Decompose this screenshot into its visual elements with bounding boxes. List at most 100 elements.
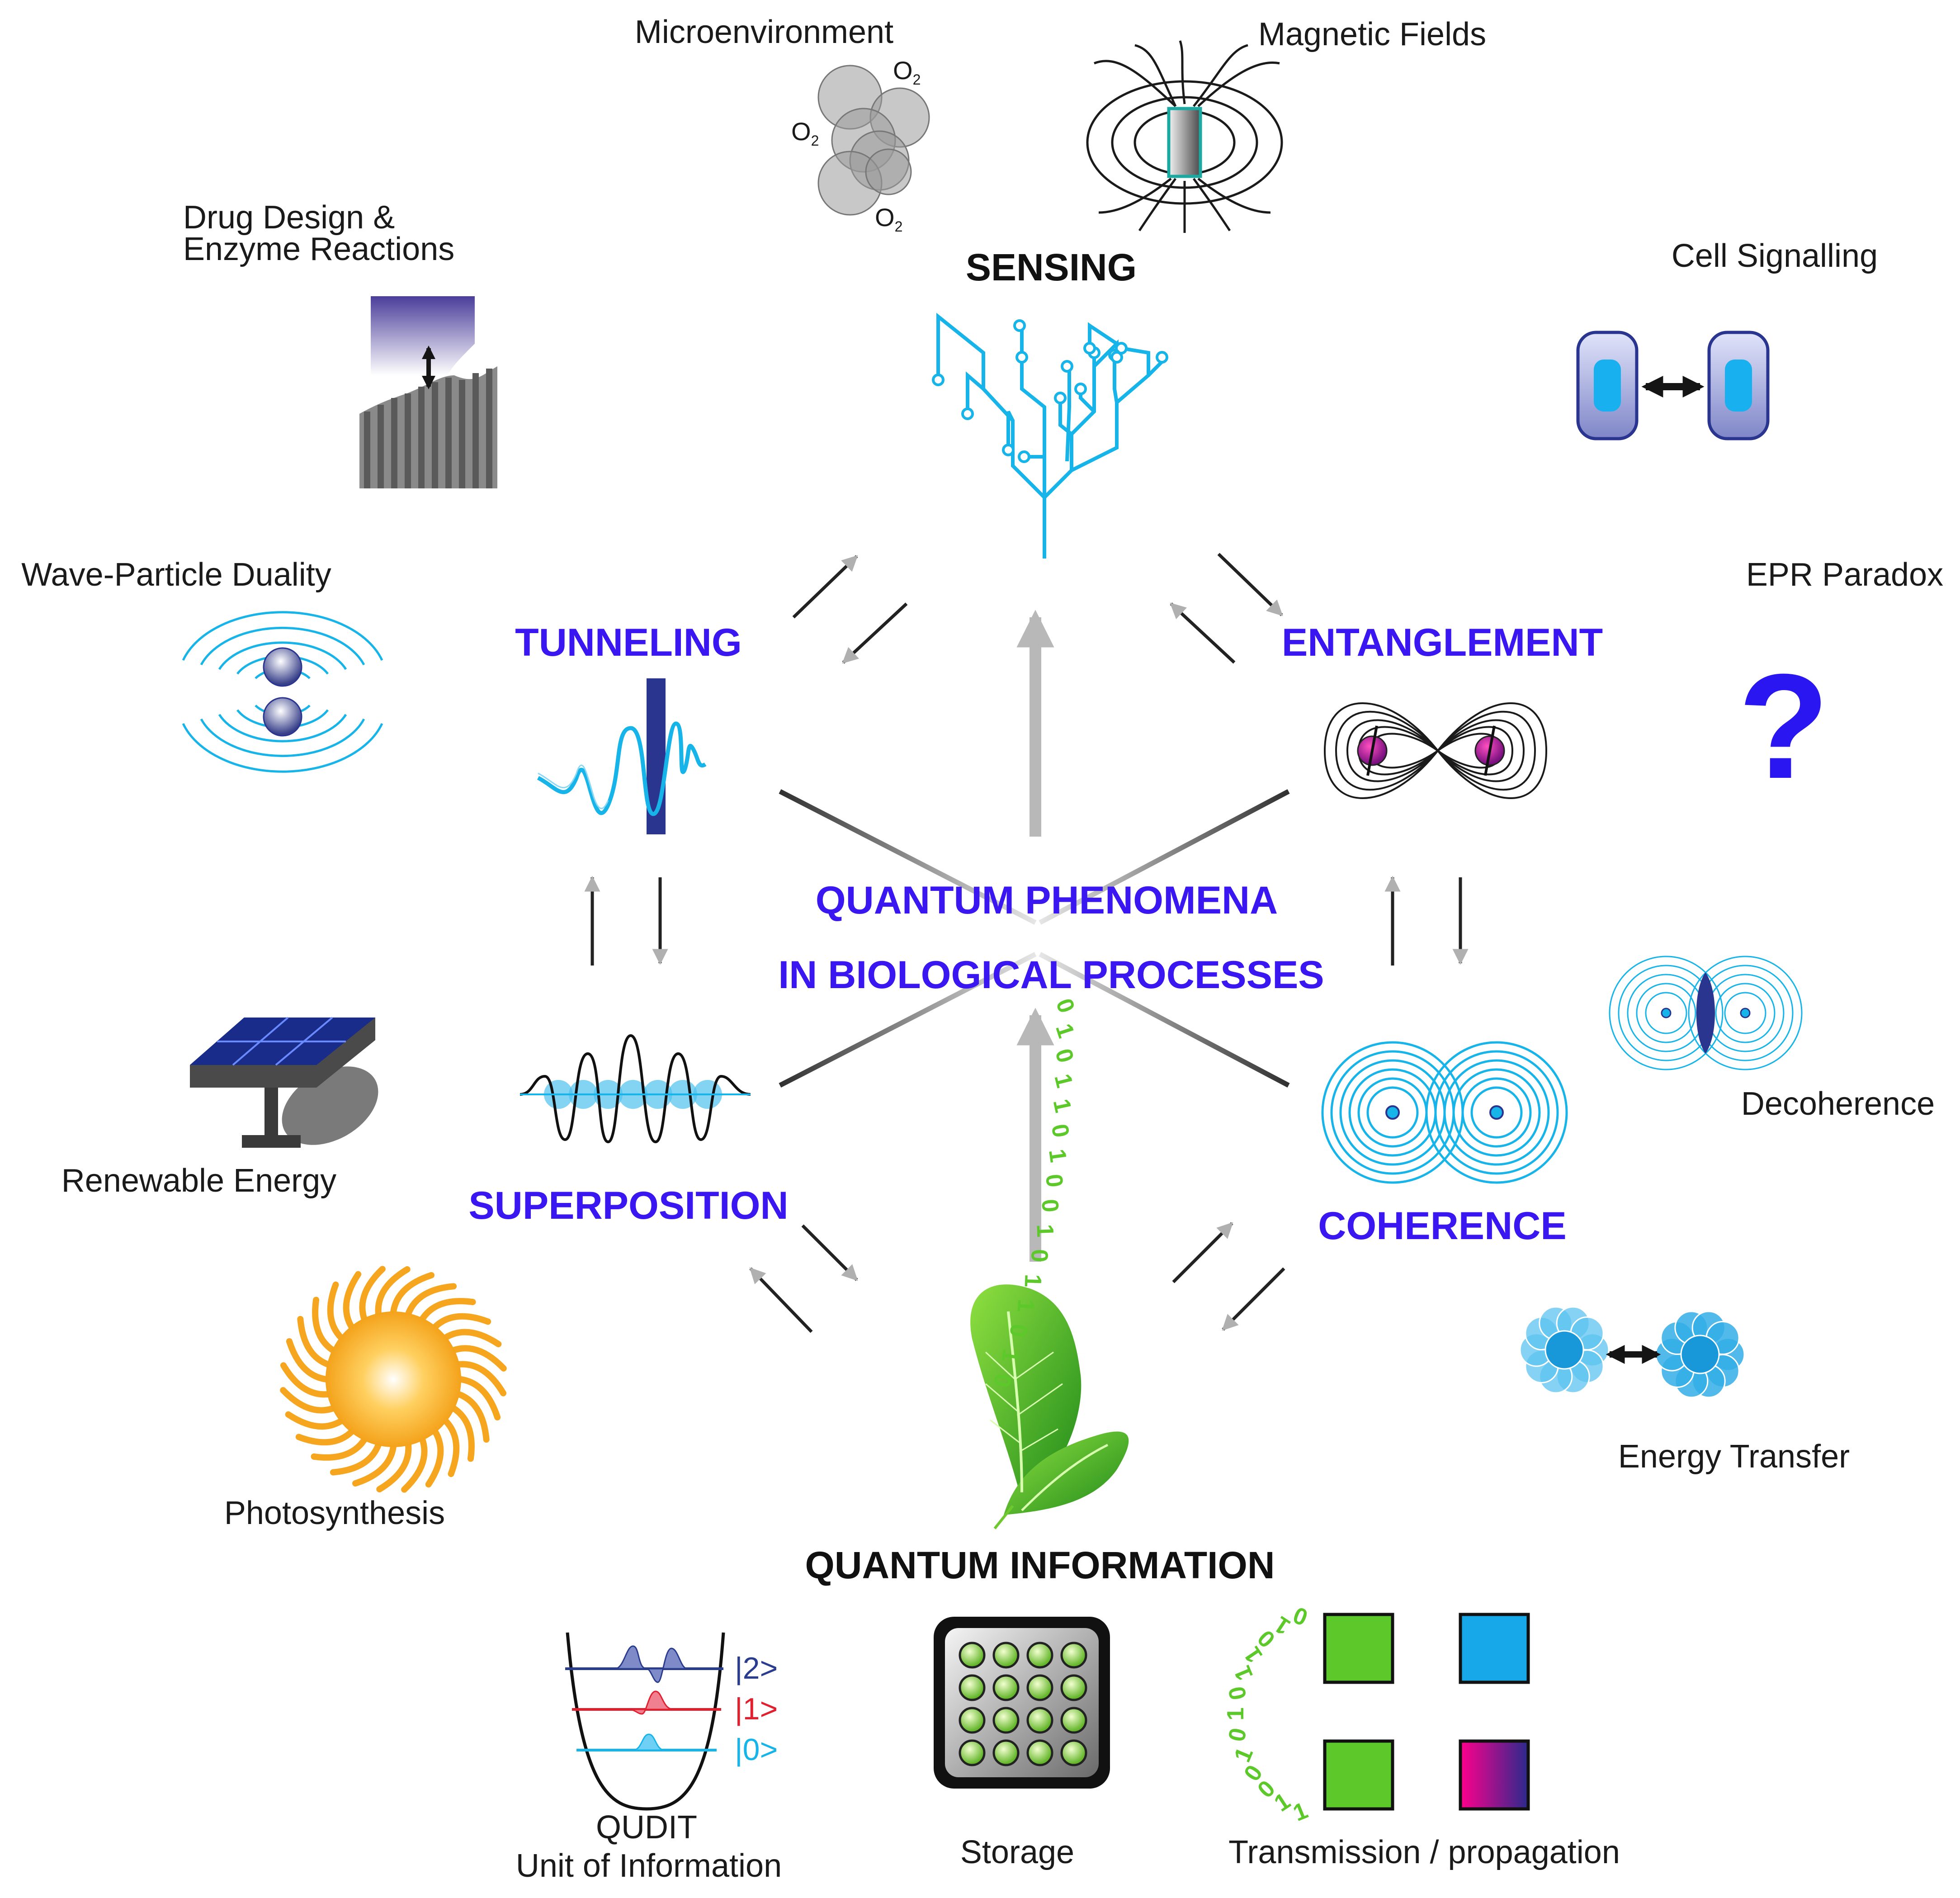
binary-digit: 0 <box>1046 1122 1074 1140</box>
binary-digit: 1 <box>1032 1224 1058 1238</box>
microenvironment-label: Microenvironment <box>635 14 893 50</box>
binary-digit: 0 <box>1026 1249 1052 1262</box>
cell-signalling-label: Cell Signalling <box>1672 238 1878 274</box>
decoherence-label: Decoherence <box>1741 1086 1935 1122</box>
flower <box>1519 1306 1610 1394</box>
svg-text:O2: O2 <box>875 203 902 235</box>
binary-digit: 0 <box>1289 1601 1312 1631</box>
color-squares-icon <box>1323 1613 1530 1811</box>
binary-digit: 1 <box>1012 1298 1039 1313</box>
flower <box>1655 1311 1745 1398</box>
binary-digit: 0 <box>1051 995 1080 1017</box>
spoke-tunneling <box>779 789 1037 925</box>
qudit-state-1: |1> <box>735 1692 778 1726</box>
oxygen-labels: O2 O2 O2 <box>791 56 921 235</box>
binary-digit: 1 <box>1229 1662 1258 1684</box>
connector-arrows <box>584 553 1469 1333</box>
binary-digit: 1 <box>1229 1744 1258 1766</box>
drug-design-label-line1: Drug Design & <box>183 199 395 236</box>
dendrite-tips <box>932 319 1168 463</box>
binary-digit: 0 <box>1050 1046 1079 1066</box>
storage-cell <box>959 1707 986 1734</box>
bar-magnet-field-icon <box>1086 40 1283 233</box>
center-title-line1: QUANTUM PHENOMENA <box>816 879 1278 922</box>
storage-cell <box>1026 1707 1053 1734</box>
arrow-entanglement-to-sensing <box>1170 602 1236 664</box>
center-title-line2: IN BIOLOGICAL PROCESSES <box>778 953 1324 997</box>
superposition-heading: SUPERPOSITION <box>468 1184 788 1227</box>
binary-digit: 1 <box>1223 1708 1249 1721</box>
qudit-potential-icon <box>565 1632 725 1811</box>
oxygen-bubbles-icon <box>817 65 930 216</box>
storage-cell <box>959 1739 986 1766</box>
binary-digit: 1 <box>1050 1021 1079 1041</box>
storage-cell <box>959 1642 986 1669</box>
energy-transfer-label: Energy Transfer <box>1618 1439 1850 1475</box>
binary-digit: 0 <box>1004 1323 1032 1339</box>
svg-text:O2: O2 <box>791 117 819 149</box>
storage-grid-icon <box>934 1617 1110 1789</box>
storage-label: Storage <box>960 1834 1074 1870</box>
binary-digit: 0 <box>1036 1198 1063 1213</box>
spoke-entanglement <box>1039 789 1290 925</box>
question-mark-icon: ? <box>1738 643 1829 809</box>
drug-design-label-line2: Enzyme Reactions <box>183 231 454 267</box>
entangled-spins-icon <box>1323 702 1548 799</box>
arrow-info-to-superposition <box>749 1267 813 1333</box>
tunneling-wave-icon <box>537 678 707 834</box>
binary-digit: 1 <box>1049 1071 1077 1090</box>
coherence-heading: COHERENCE <box>1318 1204 1567 1248</box>
wave-particle-label: Wave-Particle Duality <box>21 557 331 593</box>
solar-panel-icon <box>190 1017 378 1148</box>
storage-cell <box>992 1707 1020 1734</box>
storage-cell <box>1060 1674 1087 1701</box>
arrow-sensing-to-tunneling <box>842 602 908 664</box>
superposition-wave-icon <box>520 1034 751 1144</box>
binary-digit: 0 <box>1223 1726 1252 1744</box>
sensing-heading: SENSING <box>966 246 1137 289</box>
storage-cell <box>1026 1674 1053 1701</box>
qudit-state-2: |2> <box>735 1651 778 1685</box>
quantum-information-heading: QUANTUM INFORMATION <box>805 1544 1275 1586</box>
tunneling-heading: TUNNELING <box>515 621 742 664</box>
qudit-state-0: |0> <box>735 1732 778 1767</box>
storage-cell <box>1026 1739 1053 1766</box>
arrow-tunneling-to-sensing <box>792 555 858 619</box>
arrow-sensing-to-entanglement <box>1217 553 1283 616</box>
transmission-label: Transmission / propagation <box>1228 1834 1620 1870</box>
energy-landscape-icon <box>359 296 497 488</box>
sun-core <box>326 1311 461 1447</box>
leaf-icon <box>970 1284 1129 1529</box>
svg-text:O2: O2 <box>893 56 921 88</box>
storage-cell <box>1060 1707 1087 1734</box>
dendrite-tree-icon <box>936 312 1164 559</box>
storage-cell <box>1060 1642 1087 1669</box>
arrow-info-to-coherence <box>1172 1222 1233 1283</box>
storage-cell <box>992 1642 1020 1669</box>
binary-digit: 1 <box>1289 1797 1312 1827</box>
storage-cell <box>1060 1739 1087 1766</box>
photosynthesis-label: Photosynthesis <box>224 1495 445 1531</box>
cell-pair-icon <box>1576 331 1770 440</box>
storage-cell <box>1026 1642 1053 1669</box>
spoke-coherence <box>1039 952 1290 1088</box>
arrow-coherence-to-info <box>1222 1267 1285 1331</box>
magnetic-fields-label: Magnetic Fields <box>1258 16 1486 52</box>
binary-digit: 0 <box>1040 1173 1068 1188</box>
binary-digit: 1 <box>1048 1097 1077 1115</box>
flower-transfer-icon <box>1519 1306 1745 1398</box>
wave-particle-icon <box>182 611 383 773</box>
entanglement-heading: ENTANGLEMENT <box>1282 621 1603 664</box>
renewable-energy-label: Renewable Energy <box>61 1163 336 1199</box>
epr-paradox-label: EPR Paradox <box>1746 557 1943 593</box>
qudit-label-line1: QUDIT <box>596 1809 697 1846</box>
binary-digit: 0 <box>1223 1684 1252 1702</box>
spoke-superposition <box>779 952 1037 1088</box>
storage-cell <box>959 1674 986 1701</box>
binary-digit: 1 <box>1044 1147 1071 1164</box>
arrow-superposition-to-info <box>801 1224 858 1281</box>
decoherence-rings-icon <box>1609 956 1803 1070</box>
binary-digit: 1 <box>1020 1273 1046 1287</box>
